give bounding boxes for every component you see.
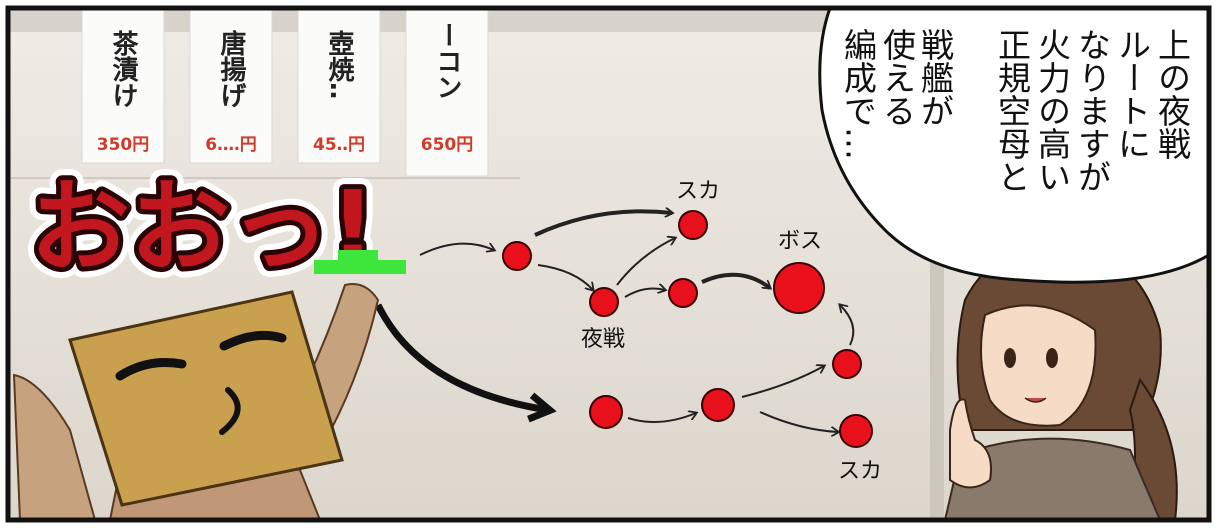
- label-top-miss: スカ: [676, 179, 720, 204]
- menu-tag-2-name: 唐揚げ: [216, 29, 246, 108]
- node-night-battle: [589, 287, 619, 317]
- speech-col-6: 戦艦が: [916, 28, 955, 127]
- speech-col-2: ルートに: [1113, 28, 1152, 160]
- box-head: [68, 290, 344, 507]
- box-head-character: [12, 283, 380, 521]
- girl-mouth: [1024, 397, 1047, 403]
- node-bottom-miss: [839, 414, 873, 448]
- menu-tag-4-price: 650円: [421, 135, 474, 155]
- speech-col-5: 正規空母と: [993, 28, 1032, 193]
- speech-bubble-shape: [818, 6, 1211, 284]
- arrow-start-to-n1: [419, 242, 494, 256]
- left-arm: [12, 373, 97, 521]
- node-1: [502, 241, 532, 271]
- route-arrows: [374, 211, 855, 432]
- node-low: [589, 395, 623, 429]
- girl-hand: [949, 398, 992, 489]
- speech-col-8: 編成で…: [839, 28, 878, 160]
- arrow-start-to-low: [374, 303, 557, 423]
- node-top-miss: [678, 210, 708, 240]
- arrow-n1-to-night: [537, 264, 593, 290]
- girl-eye-right: [1046, 348, 1058, 368]
- node-boss: [773, 262, 825, 314]
- arrow-n7-to-bottom-miss: [759, 411, 838, 432]
- menu-tag-3-name: 壺焼‥: [324, 30, 354, 99]
- arrow-low-to-n7: [627, 413, 696, 423]
- arrow-night-to-n5: [624, 289, 665, 298]
- arrow-n7-to-n8: [741, 366, 824, 398]
- girl-character: [943, 243, 1178, 521]
- girl-face: [980, 304, 1097, 427]
- label-boss: ボス: [778, 229, 822, 254]
- menu-tag-2: 唐揚げ 6‥‥円: [189, 7, 273, 164]
- arrow-n5-to-boss: [701, 272, 770, 288]
- menu-tag-3-price: 45‥円: [313, 135, 365, 155]
- menu-tag-1: 茶漬け 350円: [81, 7, 165, 164]
- speech-col-4: 火力の高い: [1033, 28, 1072, 193]
- box-eye-right: [219, 330, 287, 351]
- box-eye-left: [115, 358, 187, 381]
- node-5: [668, 278, 698, 308]
- label-night-battle: 夜戦: [581, 327, 625, 352]
- menu-tag-4: ーコン 650円: [405, 7, 489, 177]
- menu-tag-3: 壺焼‥ 45‥円: [297, 7, 381, 164]
- speech-col-3: なりますが: [1073, 28, 1112, 193]
- arrow-n1-to-top-miss: [534, 211, 672, 237]
- arrow-n8-to-boss: [840, 305, 855, 346]
- menu-tag-2-price: 6‥‥円: [205, 135, 257, 155]
- panel-border: [5, 5, 1212, 523]
- menu-tag-4-name: ーコン: [432, 22, 462, 100]
- menu-tag-1-name: 茶漬け: [108, 30, 138, 108]
- box-mouth: [219, 387, 241, 435]
- arrow-night-to-top-miss: [616, 238, 675, 286]
- label-bottom-miss: スカ: [838, 459, 882, 484]
- start-marker: [314, 250, 406, 274]
- node-8: [832, 349, 862, 379]
- speech-bubble: 上の夜戦 ルートに なりますが 火力の高い 正規空母と 戦艦が 使える 編成で…: [818, 6, 1211, 284]
- menu-tag-1-price: 350円: [97, 135, 150, 155]
- speech-col-1: 上の夜戦: [1153, 28, 1192, 160]
- girl-eye-left: [1004, 348, 1016, 368]
- speech-col-7: 使える: [878, 28, 917, 127]
- map-nodes: [502, 210, 873, 448]
- node-7: [701, 388, 735, 422]
